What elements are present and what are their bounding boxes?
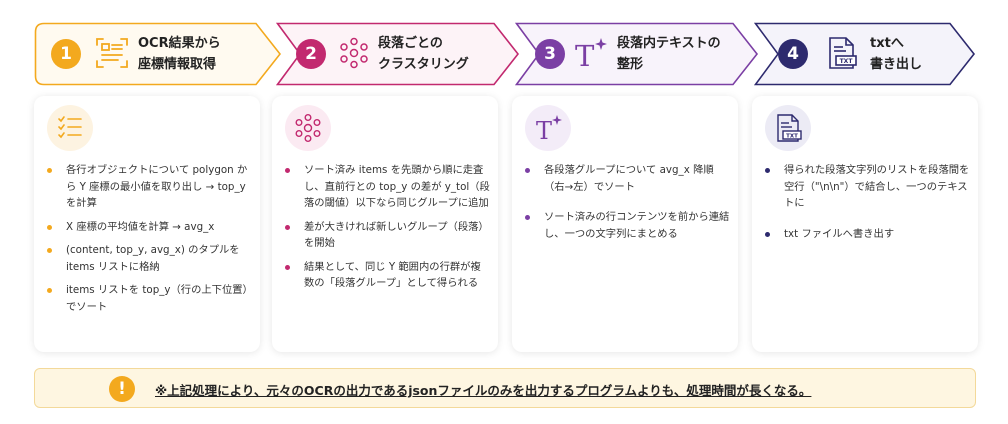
- step-2-card: ソート済み items を先頭から順に走査し、直前行との top_y の差が y…: [272, 96, 498, 352]
- bullet-dot: [285, 224, 290, 230]
- bullet-list: 各行オブジェクトについて polygon から Y 座標の最小値を取り出し → …: [34, 162, 260, 315]
- step-title: OCR結果から 座標情報取得: [138, 33, 221, 75]
- checklist-icon: [47, 105, 93, 151]
- list-item-text: X 座標の平均値を計算 → avg_x: [66, 220, 215, 233]
- svg-text:TXT: TXT: [840, 58, 854, 65]
- list-item-text: 結果として、同じ Y 範囲内の行群が複数の「段落グループ」として得られる: [304, 260, 481, 290]
- step-4-card: TXT 得られた段落文字列のリストを段落間を空行（"\n\n"）で結合し、一つの…: [752, 96, 978, 352]
- list-item-text: 各段落グループについて avg_x 降順（右→左）でソート: [544, 164, 714, 193]
- step-title-line: 書き出し: [870, 57, 923, 72]
- svg-text:T: T: [536, 117, 552, 145]
- step-number: 4: [778, 39, 808, 69]
- step-title-line: txtへ: [870, 36, 904, 51]
- note-text: ※上記処理により、元々のOCRの出力であるjsonファイルのみを出力するプログラ…: [155, 383, 812, 398]
- step-title: 段落内テキストの 整形: [617, 33, 721, 75]
- bullet-dot: [765, 168, 770, 173]
- step-title-line: クラスタリング: [378, 57, 469, 72]
- list-item: 得られた段落文字列のリストを段落間を空行（"\n\n"）で結合し、一つのテキスト…: [752, 162, 978, 212]
- txt-file-icon: TXT: [765, 105, 811, 151]
- step-title-line: OCR結果から: [138, 36, 221, 51]
- step-number: 2: [296, 39, 326, 69]
- bullet-dot: [47, 288, 52, 293]
- list-item: 差が大きければ新しいグループ（段落）を開始: [272, 219, 498, 252]
- step-number: 3: [535, 39, 565, 69]
- step-1-header: 1 OCR結果から 座標情報取得: [34, 22, 282, 86]
- list-item-text: txt ファイルへ書き出す: [784, 227, 895, 240]
- svg-text:TXT: TXT: [786, 133, 798, 139]
- bullet-dot: [285, 264, 290, 270]
- list-item-text: ソート済み items を先頭から順に走査し、直前行との top_y の差が y…: [304, 164, 490, 209]
- text-sparkle-icon: T: [573, 35, 609, 71]
- list-item: items リストを top_y（行の上下位置）でソート: [34, 282, 260, 315]
- svg-text:T: T: [575, 39, 595, 71]
- list-item-text: items リストを top_y（行の上下位置）でソート: [66, 284, 248, 313]
- step-title-line: 座標情報取得: [138, 57, 217, 72]
- note-banner: ! ※上記処理により、元々のOCRの出力であるjsonファイルのみを出力するプロ…: [34, 368, 976, 408]
- bullet-dot: [285, 168, 290, 173]
- step-number: 1: [51, 39, 81, 69]
- list-item: ソート済みの行コンテンツを前から連結し、一つの文字列にまとめる: [512, 209, 738, 242]
- warning-icon: !: [109, 376, 135, 402]
- step-2-header: 2 段落ごとの クラスタリング: [276, 22, 520, 86]
- text-sparkle-icon: T: [525, 105, 571, 151]
- list-item-text: 各行オブジェクトについて polygon から Y 座標の最小値を取り出し → …: [66, 164, 248, 209]
- list-item-text: (content, top_y, avg_x) のタプルを items リストに…: [66, 244, 240, 273]
- bullet-dot: [765, 231, 770, 237]
- list-item-text: 差が大きければ新しいグループ（段落）を開始: [304, 220, 489, 250]
- step-3-card: T 各段落グループについて avg_x 降順（右→左）でソート ソート済みの行コ…: [512, 96, 738, 352]
- bullet-dot: [47, 168, 52, 173]
- document-scan-icon: [94, 35, 130, 71]
- bullet-dot: [47, 248, 52, 253]
- step-title: txtへ 書き出し: [870, 33, 922, 75]
- step-title: 段落ごとの クラスタリング: [378, 33, 469, 75]
- step-title-line: 段落ごとの: [378, 36, 443, 51]
- txt-file-icon: TXT: [824, 35, 860, 71]
- cluster-icon: [285, 105, 331, 151]
- list-item-text: ソート済みの行コンテンツを前から連結し、一つの文字列にまとめる: [544, 211, 730, 240]
- list-item-text: 得られた段落文字列のリストを段落間を空行（"\n\n"）で結合し、一つのテキスト…: [784, 164, 970, 209]
- step-title-line: 整形: [617, 57, 644, 72]
- step-title-line: 段落内テキストの: [617, 36, 721, 51]
- step-1-card: 各行オブジェクトについて polygon から Y 座標の最小値を取り出し → …: [34, 96, 260, 352]
- cluster-icon: [336, 35, 372, 71]
- step-4-header: 4 TXT txtへ 書き出し: [754, 22, 976, 86]
- bullet-dot: [47, 224, 52, 230]
- list-item: 結果として、同じ Y 範囲内の行群が複数の「段落グループ」として得られる: [272, 259, 498, 292]
- step-3-header: 3 T 段落内テキストの 整形: [515, 22, 759, 86]
- list-item: 各段落グループについて avg_x 降順（右→左）でソート: [512, 162, 738, 195]
- list-item: 各行オブジェクトについて polygon から Y 座標の最小値を取り出し → …: [34, 162, 260, 212]
- list-item: ソート済み items を先頭から順に走査し、直前行との top_y の差が y…: [272, 162, 498, 212]
- list-item: txt ファイルへ書き出す: [752, 226, 978, 243]
- bullet-list: 各段落グループについて avg_x 降順（右→左）でソート ソート済みの行コンテ…: [512, 162, 738, 242]
- bullet-dot: [525, 168, 530, 173]
- bullet-list: ソート済み items を先頭から順に走査し、直前行との top_y の差が y…: [272, 162, 498, 292]
- list-item: (content, top_y, avg_x) のタプルを items リストに…: [34, 242, 260, 275]
- bullet-list: 得られた段落文字列のリストを段落間を空行（"\n\n"）で結合し、一つのテキスト…: [752, 162, 978, 242]
- bullet-dot: [525, 215, 530, 220]
- list-item: X 座標の平均値を計算 → avg_x: [34, 219, 260, 236]
